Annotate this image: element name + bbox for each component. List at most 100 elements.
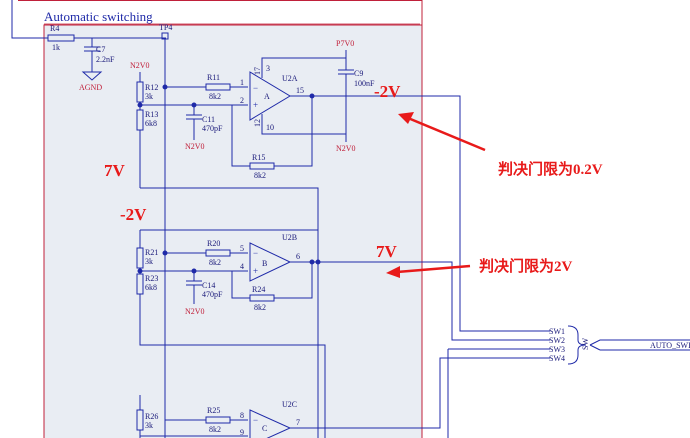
r13-ref: R13 bbox=[145, 110, 158, 119]
u2b-ref: U2B bbox=[282, 233, 297, 242]
u2a-vee-wire bbox=[261, 114, 347, 142]
u2b-output-wire bbox=[290, 261, 550, 341]
u2a-pin-vcc: 3 bbox=[266, 64, 270, 73]
u2b-neg-sign: − bbox=[253, 248, 258, 258]
r4-value: 1k bbox=[52, 43, 60, 52]
c11-value: 470pF bbox=[202, 124, 223, 133]
r25-body bbox=[205, 416, 231, 424]
u2c-pin-in-pos: 9 bbox=[240, 428, 244, 437]
c7-wire bbox=[84, 38, 100, 72]
u2a-pin-out: 15 bbox=[296, 86, 304, 95]
u2a-neg-sign: − bbox=[253, 83, 258, 93]
u2b-unit: B bbox=[262, 259, 267, 268]
c7-value: 2.2nF bbox=[96, 55, 115, 64]
u2c-pin-in-neg: 8 bbox=[240, 411, 244, 420]
u2a-pin-vee2: 10 bbox=[266, 123, 274, 132]
tp4-label: TP4 bbox=[159, 23, 172, 32]
p7v0-label: P7V0 bbox=[336, 39, 354, 48]
arrow-head-2v bbox=[386, 266, 400, 278]
input-wire bbox=[11, 0, 48, 39]
bus-net-flag bbox=[589, 339, 690, 351]
u2c-output-wire bbox=[290, 357, 550, 429]
r13-to-u2b-wire bbox=[140, 187, 319, 438]
r23-bottom-wire bbox=[139, 294, 326, 438]
r11-body bbox=[205, 83, 231, 91]
sw3-wire bbox=[447, 348, 550, 438]
annotation-7v-left: 7V bbox=[104, 161, 126, 180]
r20-body bbox=[205, 249, 231, 257]
u2a-pin-vcc2: 17 bbox=[253, 67, 262, 75]
c9-value: 100nF bbox=[354, 79, 375, 88]
arrow-head-0.2v bbox=[398, 112, 414, 124]
bus-label: SW bbox=[581, 338, 590, 350]
u2c-neg-sign: − bbox=[253, 415, 258, 425]
n2v0-c9-label: N2V0 bbox=[336, 144, 356, 153]
r26-ref: R26 bbox=[145, 412, 158, 421]
r15-body bbox=[249, 162, 275, 170]
r24-value: 8k2 bbox=[254, 303, 266, 312]
r23-value: 6k8 bbox=[145, 283, 157, 292]
bus-net-label: AUTO_SWI bbox=[650, 341, 690, 350]
r11-junction bbox=[162, 84, 168, 90]
agnd-label: AGND bbox=[79, 83, 102, 92]
schematic-zone bbox=[43, 24, 423, 438]
annotation-neg2v-mid: -2V bbox=[120, 205, 147, 224]
arrow-threshold-2v bbox=[396, 264, 471, 274]
c11-wire bbox=[186, 105, 202, 140]
r20-junction bbox=[162, 250, 168, 256]
c9-wire bbox=[338, 58, 354, 134]
u2b-output-junction bbox=[315, 259, 321, 265]
r11-ref: R11 bbox=[207, 73, 220, 82]
annotation-threshold-0.2v: 判决门限为0.2V bbox=[498, 160, 603, 178]
c14-wire bbox=[186, 271, 202, 304]
u2c-ref: U2C bbox=[282, 400, 297, 409]
u2a-ref: U2A bbox=[282, 74, 298, 83]
n2v0-c11-label: N2V0 bbox=[185, 142, 205, 151]
r13-value: 6k8 bbox=[145, 119, 157, 128]
r20-ref: R20 bbox=[207, 239, 220, 248]
r21-ref: R21 bbox=[145, 248, 158, 257]
r24-junction bbox=[309, 259, 315, 265]
r24-feedback-wire bbox=[231, 262, 313, 299]
u2c-pin-out: 7 bbox=[296, 418, 300, 427]
annotation-neg2v-top: -2V bbox=[374, 82, 401, 101]
u2b-pos-sign: + bbox=[253, 266, 258, 276]
r12-value: 3k bbox=[145, 92, 153, 101]
bus-line-sw4: SW4 bbox=[549, 354, 565, 363]
u2c-symbol bbox=[249, 409, 292, 438]
c14-value: 470pF bbox=[202, 290, 223, 299]
u2b-pin-in-neg: 5 bbox=[240, 244, 244, 253]
agnd-symbol bbox=[81, 71, 103, 81]
r15-value: 8k2 bbox=[254, 171, 266, 180]
annotation-threshold-2v: 判决门限为2V bbox=[479, 257, 573, 275]
r15-ref: R15 bbox=[252, 153, 265, 162]
r24-body bbox=[249, 294, 275, 302]
r12-ref: R12 bbox=[145, 83, 158, 92]
r21-body bbox=[136, 247, 144, 269]
r20-value: 8k2 bbox=[209, 258, 221, 267]
c14-ref: C14 bbox=[202, 281, 215, 290]
u2a-vcc-wire bbox=[261, 50, 347, 78]
u2b-symbol bbox=[249, 242, 292, 282]
r11-value: 8k2 bbox=[209, 92, 221, 101]
r23-ref: R23 bbox=[145, 274, 158, 283]
bus-line-sw3: SW3 bbox=[549, 345, 565, 354]
bus-line-sw2: SW2 bbox=[549, 336, 565, 345]
c11-ref: C11 bbox=[202, 115, 215, 124]
n2v0-c14-label: N2V0 bbox=[185, 307, 205, 316]
sheet-title: Automatic switching bbox=[44, 9, 153, 24]
c7-ref: C7 bbox=[96, 45, 105, 54]
r25-ref: R25 bbox=[207, 406, 220, 415]
c9-ref: C9 bbox=[354, 69, 363, 78]
r26-value: 3k bbox=[145, 421, 153, 430]
annotation-7v-mid: 7V bbox=[376, 242, 398, 261]
u2a-unit: A bbox=[264, 92, 270, 101]
arrow-threshold-0.2v bbox=[407, 116, 486, 152]
annotation-arrows bbox=[386, 112, 486, 278]
u2a-pin-vee: 12 bbox=[253, 119, 262, 127]
r15-feedback-wire bbox=[231, 96, 313, 167]
r4-ref: R4 bbox=[50, 24, 59, 33]
r24-ref: R24 bbox=[252, 285, 265, 294]
u2a-pin-in-neg: 1 bbox=[240, 78, 244, 87]
